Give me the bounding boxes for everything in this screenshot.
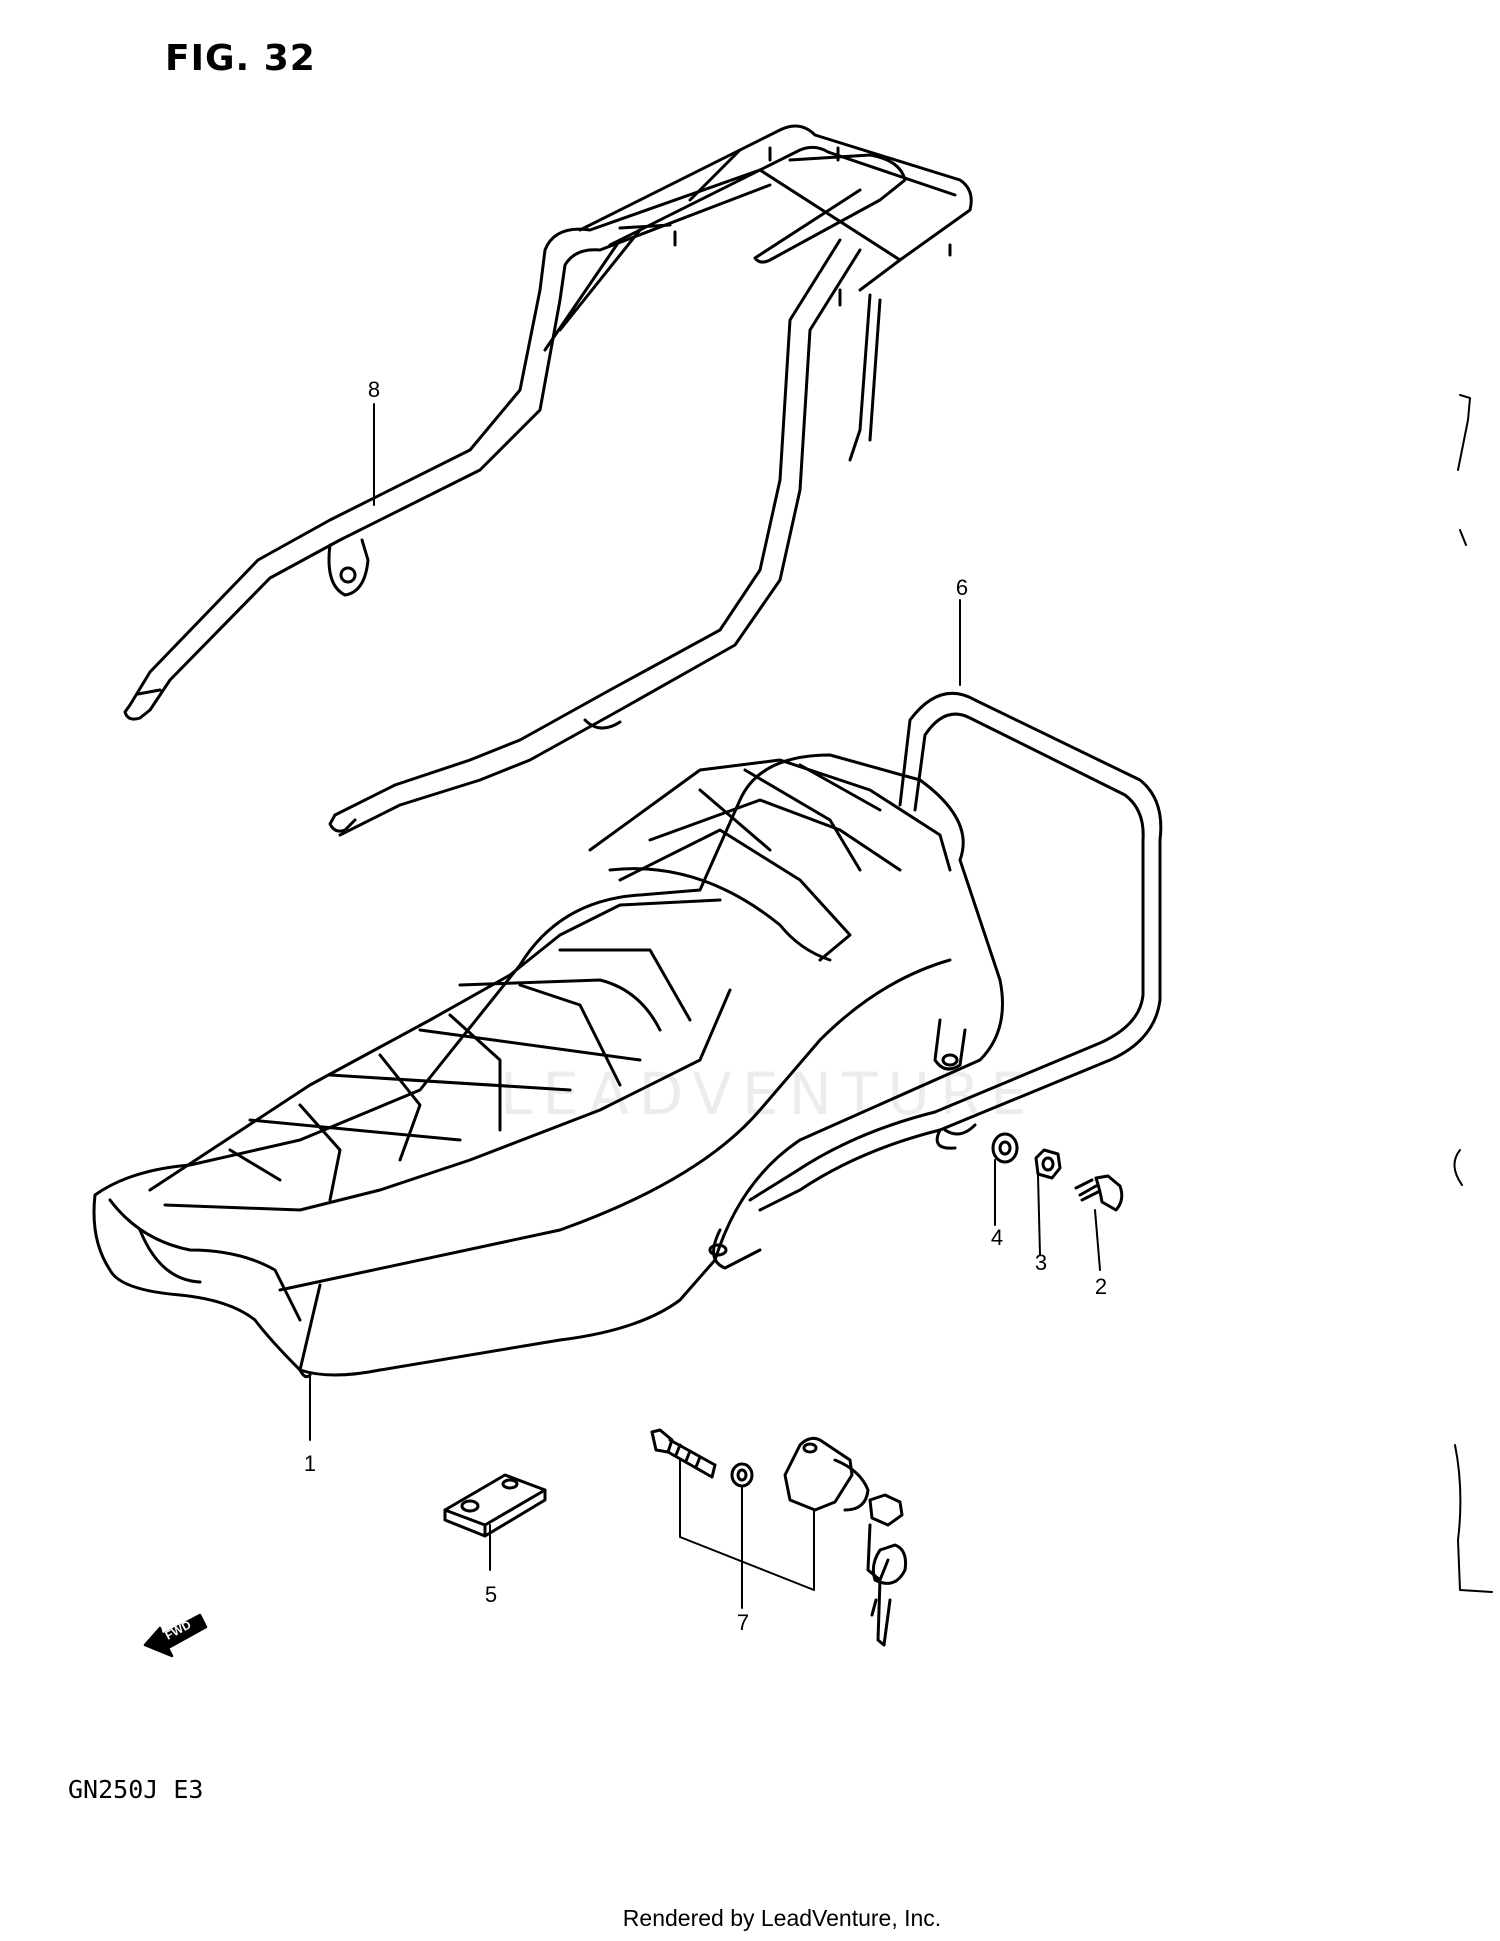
callout-8: 8 <box>367 377 381 402</box>
model-code: GN250J E3 <box>68 1775 204 1804</box>
fwd-arrow-icon <box>143 1613 208 1658</box>
callout-2: 2 <box>1094 1274 1108 1299</box>
scan-edge-marks <box>1453 394 1493 1593</box>
lock-set-drawing <box>650 1428 907 1647</box>
callout-3: 3 <box>1034 1250 1048 1275</box>
callout-5: 5 <box>484 1582 498 1607</box>
grab-rail-drawing <box>708 691 1163 1270</box>
bolt-drawing <box>1074 1174 1124 1212</box>
washer-drawing <box>991 1132 1019 1164</box>
callout-1: 1 <box>303 1451 317 1476</box>
footer-credit: Rendered by LeadVenture, Inc. <box>0 1905 1500 1932</box>
rear-carrier-drawing <box>123 124 973 837</box>
figure-title: FIG. 32 <box>165 38 316 79</box>
callout-6: 6 <box>955 575 969 600</box>
callout-7: 7 <box>736 1610 750 1635</box>
footer-text: Rendered by LeadVenture, Inc. <box>622 1905 942 1931</box>
nut-drawing <box>1034 1148 1062 1180</box>
leader-lines <box>309 403 1101 1609</box>
callout-4: 4 <box>990 1225 1004 1250</box>
seat-drawing <box>92 753 1004 1379</box>
watermark: LEADVENTURE <box>500 1060 1037 1128</box>
plate-drawing <box>443 1473 547 1538</box>
